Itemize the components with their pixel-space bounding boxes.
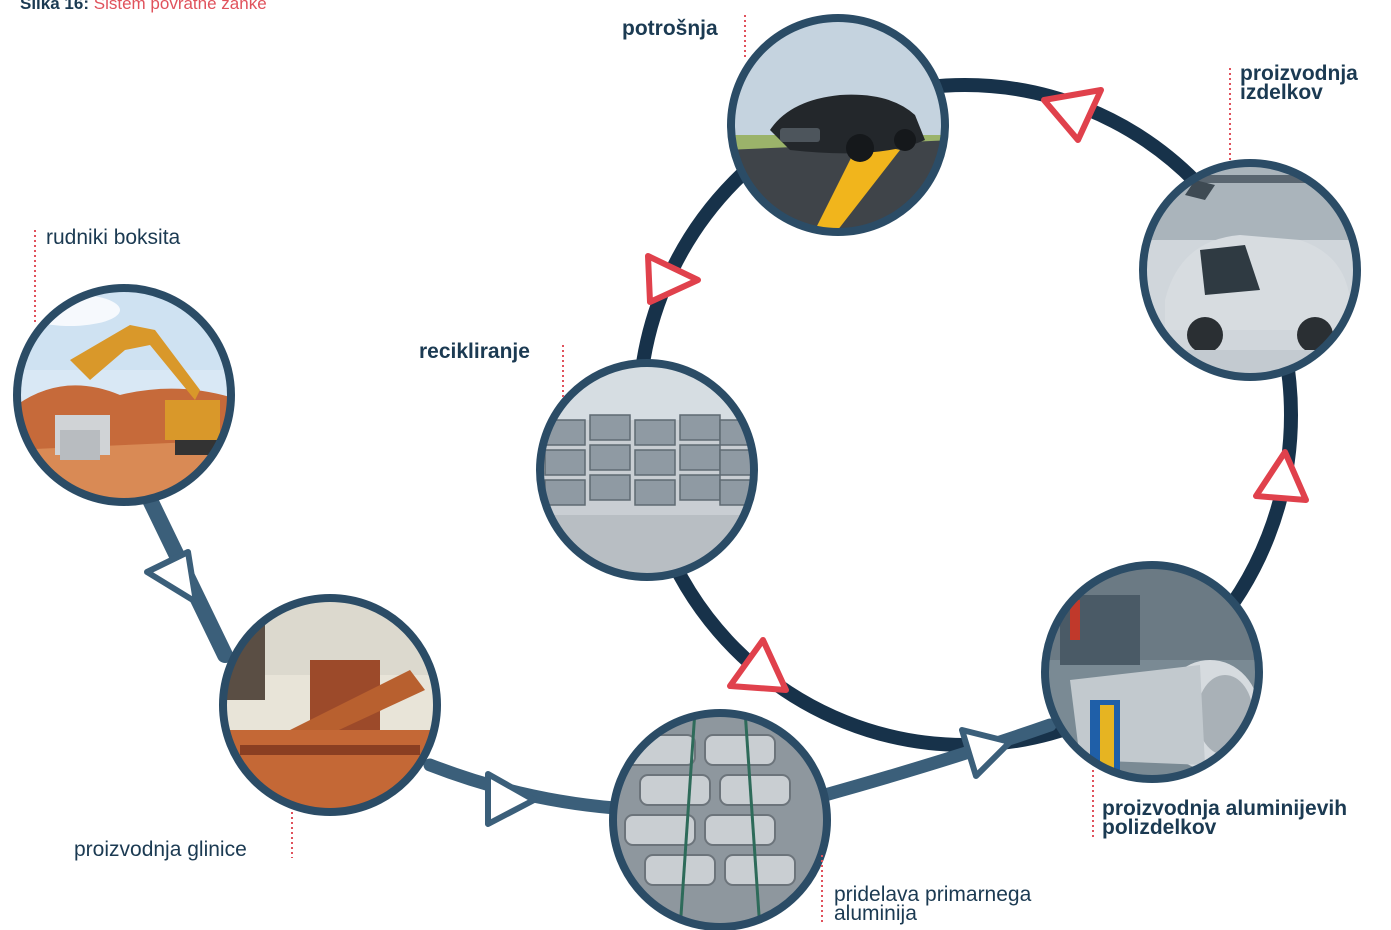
- label-alumina-production: proizvodnja glinice: [74, 838, 247, 861]
- arrow-products-to-consumption-icon: [1041, 87, 1104, 143]
- arrow-alumina-to-primary-icon: [485, 771, 537, 827]
- photo-recycling: [536, 359, 758, 581]
- photo-consumption: [727, 14, 949, 236]
- figure-number: Slika 16:: [20, 0, 89, 13]
- photo-primary-aluminium: [609, 709, 831, 930]
- arrow-consumption-to-recycling-icon: [645, 253, 701, 305]
- label-product-manufacturing: proizvodnja izdelkov: [1240, 62, 1358, 104]
- label-product-manufacturing-line1: proizvodnja: [1240, 62, 1358, 85]
- photo-alumina-refinery: [219, 594, 441, 816]
- label-primary-aluminium-line2: aluminija: [834, 902, 917, 925]
- label-recycling: recikliranje: [419, 340, 530, 363]
- label-semi-products-line1: proizvodnja aluminijevih: [1102, 797, 1348, 820]
- arrow-recycling-to-semi-icon: [727, 637, 789, 693]
- label-consumption: potrošnja: [622, 17, 718, 40]
- label-bauxite-mining: rudniki boksita: [46, 226, 181, 249]
- arrow-mine-to-alumina-icon: [144, 549, 199, 605]
- connector-primary-semi: [818, 718, 1057, 802]
- arrow-semi-to-products-icon: [1253, 449, 1309, 503]
- loop-arrows: [645, 87, 1309, 693]
- label-semi-products: proizvodnja aluminijevih polizdelkov: [1102, 797, 1348, 839]
- figure-caption: Slika 16: Sistem povratne zanke: [20, 0, 267, 14]
- photo-bauxite-mining: [13, 284, 235, 506]
- label-primary-aluminium-line1: pridelava primarnega: [834, 883, 1032, 906]
- photo-product-manufacturing: [1139, 159, 1361, 381]
- figure-title: Sistem povratne zanke: [93, 0, 267, 13]
- leader-lines: [34, 15, 1231, 925]
- label-product-manufacturing-line2: izdelkov: [1240, 81, 1323, 104]
- label-semi-products-line2: polizdelkov: [1102, 816, 1217, 839]
- label-primary-aluminium: pridelava primarnega aluminija: [834, 883, 1032, 925]
- linear-arrows: [144, 549, 1013, 827]
- arrow-primary-to-semi-icon: [959, 727, 1013, 779]
